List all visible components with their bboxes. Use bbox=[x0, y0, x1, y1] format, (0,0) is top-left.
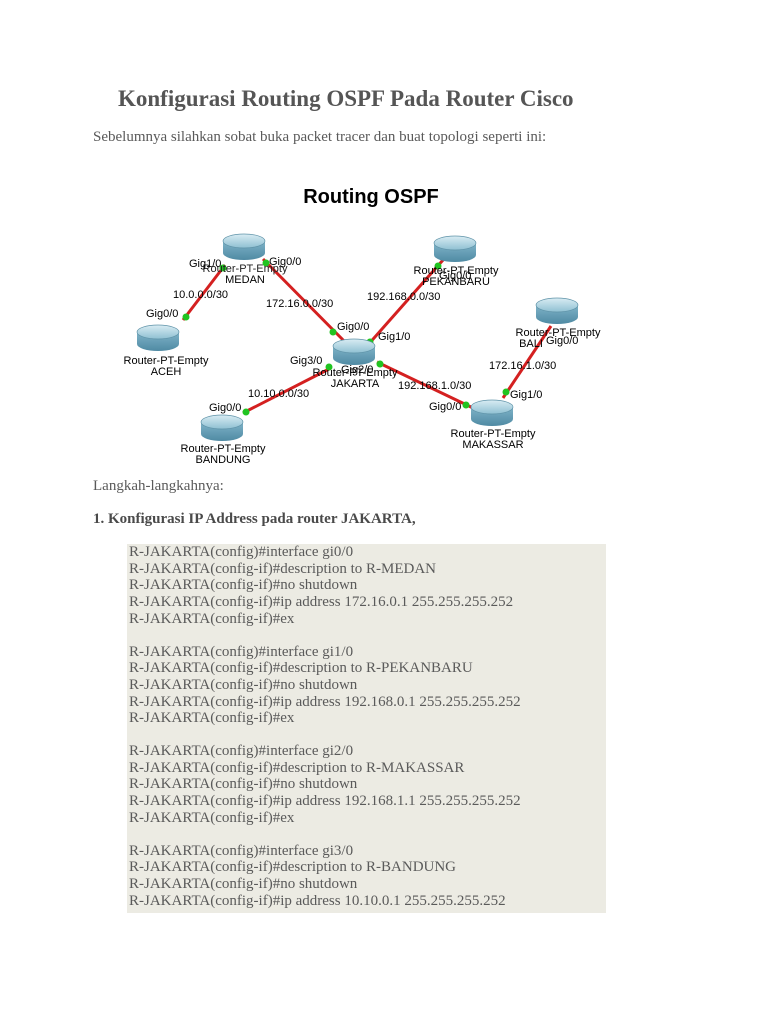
port-label: Gig0/0 bbox=[209, 402, 241, 414]
link-light bbox=[182, 313, 190, 321]
network-label: 192.168.1.0/30 bbox=[398, 380, 471, 392]
code-line: R-JAKARTA(config-if)#ip address 192.168.… bbox=[129, 793, 521, 810]
router-makassar-icon bbox=[470, 399, 514, 426]
code-line: R-JAKARTA(config-if)#ip address 172.16.0… bbox=[129, 594, 514, 611]
router-label-model: Router-PT-Empty bbox=[203, 263, 288, 275]
code-line: R-JAKARTA(config-if)#description to R-BA… bbox=[129, 859, 457, 876]
intro-paragraph: Sebelumnya silahkan sobat buka packet tr… bbox=[93, 129, 547, 145]
network-topology-diagram: Routing OSPF bbox=[124, 186, 601, 466]
link-light bbox=[434, 262, 442, 270]
port-label: Gig1/0 bbox=[189, 258, 221, 270]
code-line: R-JAKARTA(config)#interface gi3/0 bbox=[129, 842, 354, 859]
router-label-name: MEDAN bbox=[225, 274, 265, 286]
code-line: R-JAKARTA(config-if)#ip address 192.168.… bbox=[129, 693, 521, 710]
code-line: R-JAKARTA(config-if)#no shutdown bbox=[129, 776, 358, 793]
router-label-model: Router-PT-Empty bbox=[313, 367, 398, 379]
diagram-title: Routing OSPF bbox=[303, 186, 439, 208]
link-light bbox=[329, 328, 337, 336]
code-line: R-JAKARTA(config-if)#description to R-MA… bbox=[129, 759, 465, 776]
steps-label: Langkah-langkahnya: bbox=[93, 478, 224, 494]
router-label-name: MAKASSAR bbox=[462, 439, 523, 451]
router-bali-icon bbox=[535, 297, 579, 324]
router-label-name: PEKANBARU bbox=[422, 276, 490, 288]
code-line: R-JAKARTA(config)#interface gi1/0 bbox=[129, 643, 354, 660]
port-label: Gig0/0 bbox=[337, 321, 369, 333]
router-label-name: JAKARTA bbox=[331, 378, 380, 390]
network-label: 172.16.1.0/30 bbox=[489, 360, 556, 372]
link-light bbox=[262, 259, 270, 267]
link-jakarta-bandung bbox=[242, 363, 333, 416]
router-pekanbaru-icon bbox=[433, 235, 477, 262]
config-code-block: R-JAKARTA(config)#interface gi0/0 R-JAKA… bbox=[127, 544, 606, 913]
code-section-gi1: R-JAKARTA(config)#interface gi1/0 R-JAKA… bbox=[129, 644, 606, 728]
port-label: Gig0/0 bbox=[439, 270, 471, 282]
router-jakarta-icon bbox=[332, 338, 376, 365]
router-aceh-icon bbox=[136, 324, 180, 351]
step-heading: 1. Konfigurasi IP Address pada router JA… bbox=[93, 511, 416, 527]
port-label: Gig3/0 bbox=[290, 355, 322, 367]
code-section-gi3: R-JAKARTA(config)#interface gi3/0 R-JAKA… bbox=[129, 843, 606, 910]
code-section-gi0: R-JAKARTA(config)#interface gi0/0 R-JAKA… bbox=[129, 544, 606, 628]
router-bandung-icon bbox=[200, 414, 244, 441]
code-line: R-JAKARTA(config-if)#description to R-PE… bbox=[129, 660, 473, 677]
code-line: R-JAKARTA(config-if)#no shutdown bbox=[129, 875, 358, 892]
link-light bbox=[325, 363, 333, 371]
link-light bbox=[502, 388, 510, 396]
port-label: Gig0/0 bbox=[269, 256, 301, 268]
port-label: Gig2/0 bbox=[341, 364, 373, 376]
code-line: R-JAKARTA(config-if)#ex bbox=[129, 710, 295, 727]
router-medan-icon bbox=[222, 233, 266, 260]
router-label-model: Router-PT-Empty bbox=[414, 265, 499, 277]
network-label: 10.10.0.0/30 bbox=[248, 388, 309, 400]
code-line: R-JAKARTA(config-if)#no shutdown bbox=[129, 577, 358, 594]
router-label-name: BANDUNG bbox=[195, 454, 250, 466]
code-line: R-JAKARTA(config-if)#ex bbox=[129, 809, 295, 826]
port-label: Gig1/0 bbox=[378, 331, 410, 343]
port-label: Gig0/0 bbox=[429, 401, 461, 413]
router-label-model: Router-PT-Empty bbox=[451, 428, 536, 440]
code-line: R-JAKARTA(config-if)#description to R-ME… bbox=[129, 560, 437, 577]
network-label: 172.16.0.0/30 bbox=[266, 298, 333, 310]
link-makassar-bali bbox=[501, 325, 553, 399]
code-line: R-JAKARTA(config)#interface gi0/0 bbox=[129, 544, 354, 560]
port-label: Gig0/0 bbox=[546, 335, 578, 347]
code-line: R-JAKARTA(config)#interface gi2/0 bbox=[129, 743, 354, 760]
router-label-model: Router-PT-Empty bbox=[516, 327, 601, 339]
code-line: R-JAKARTA(config-if)#ex bbox=[129, 610, 295, 627]
code-line: R-JAKARTA(config-if)#no shutdown bbox=[129, 676, 358, 693]
code-section-gi2: R-JAKARTA(config)#interface gi2/0 R-JAKA… bbox=[129, 743, 606, 827]
link-light bbox=[219, 264, 227, 272]
code-line: R-JAKARTA(config-if)#ip address 10.10.0.… bbox=[129, 892, 506, 909]
page-title: Konfigurasi Routing OSPF Pada Router Cis… bbox=[118, 86, 574, 111]
router-label-name: ACEH bbox=[151, 366, 182, 378]
router-label-model: Router-PT-Empty bbox=[181, 443, 266, 455]
network-label: 10.0.0.0/30 bbox=[173, 289, 228, 301]
port-label: Gig1/0 bbox=[510, 389, 542, 401]
port-label: Gig0/0 bbox=[146, 308, 178, 320]
link-light bbox=[242, 408, 250, 416]
network-label: 192.168.0.0/30 bbox=[367, 291, 440, 303]
link-jakarta-makassar bbox=[376, 360, 474, 410]
link-medan-jakarta bbox=[261, 257, 353, 350]
link-aceh-medan bbox=[181, 264, 227, 321]
router-label-name: BALI bbox=[519, 338, 543, 350]
link-light bbox=[376, 360, 384, 368]
router-label-model: Router-PT-Empty bbox=[124, 355, 209, 367]
link-light bbox=[462, 401, 470, 409]
